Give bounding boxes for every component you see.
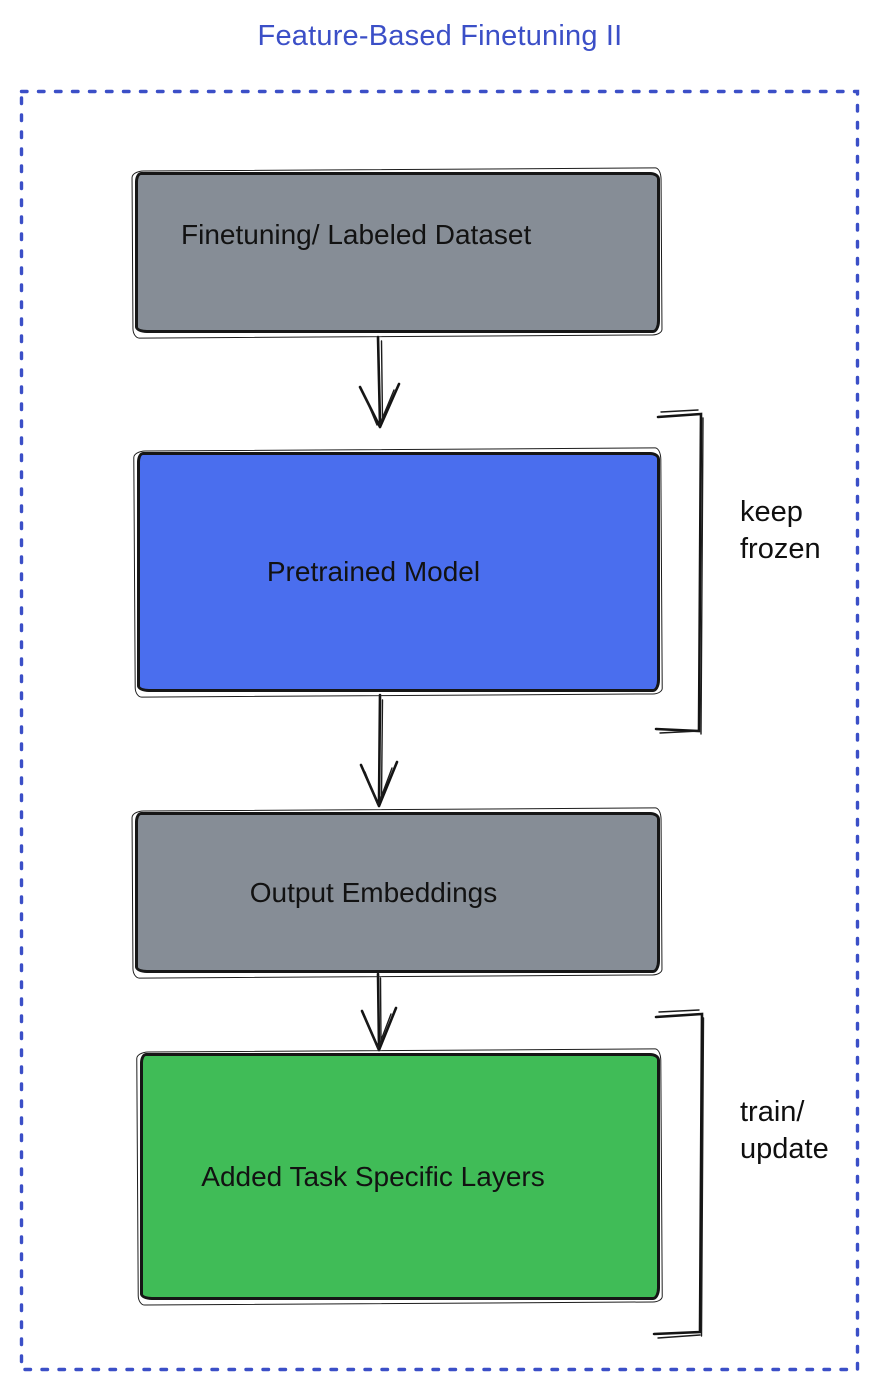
node-pretrained-model: Pretrained Model (137, 452, 660, 692)
bracket-keep-frozen (654, 409, 704, 735)
annotation-line: update (740, 1133, 829, 1165)
arrow-dataset-to-model (358, 335, 401, 429)
annotation-line: frozen (740, 533, 821, 565)
diagram-title: Feature-Based Finetuning II (257, 20, 623, 52)
node-finetuning-dataset: Finetuning/ Labeled Dataset (135, 172, 660, 333)
node-task-specific-layers: Added Task Specific Layers (140, 1053, 660, 1300)
annotation-line: train/ (740, 1096, 805, 1128)
annotation-train-update: train/ update (740, 1094, 829, 1168)
node-label: Added Task Specific Layers (201, 1160, 545, 1192)
bracket-train-update (652, 1009, 705, 1339)
arrow-embeddings-to-layers (360, 972, 398, 1052)
node-output-embeddings: Output Embeddings (135, 812, 660, 973)
node-label: Output Embeddings (249, 876, 498, 908)
node-label: Finetuning/ Labeled Dataset (181, 218, 532, 250)
arrow-model-to-embeddings (359, 693, 399, 808)
annotation-line: keep (740, 496, 803, 528)
node-label: Pretrained Model (266, 556, 481, 587)
annotation-keep-frozen: keep frozen (740, 494, 821, 568)
